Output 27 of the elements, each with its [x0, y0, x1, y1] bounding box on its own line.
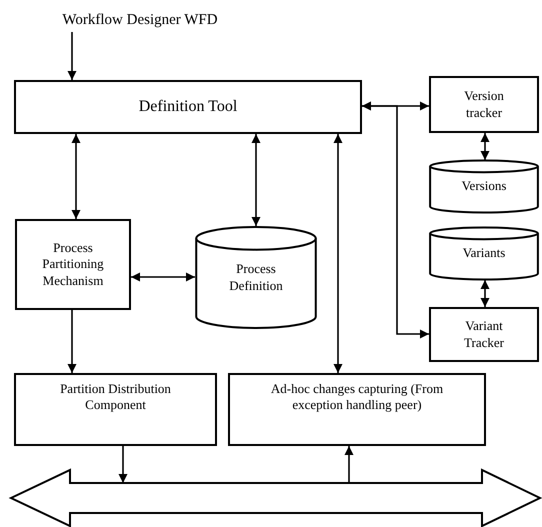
process-box	[14, 80, 362, 134]
arrow	[362, 102, 429, 338]
node-label: Process Partitioning Mechanism	[41, 240, 105, 289]
arrow	[344, 446, 354, 483]
arrow	[131, 272, 195, 282]
arrow	[334, 134, 342, 373]
process-box	[15, 219, 131, 310]
node-label: Process Definition	[228, 261, 284, 294]
arrow	[118, 446, 128, 483]
arrow	[72, 134, 80, 219]
node-label: Ad-hoc changes capturing (From exception handling peer)	[270, 381, 444, 414]
arrow	[480, 280, 490, 307]
process-box	[14, 373, 217, 446]
process-box	[429, 307, 539, 362]
process-box	[228, 373, 486, 446]
node-label: Versions	[462, 178, 506, 195]
node-label: Definition Tool	[138, 97, 238, 117]
node-label: Variants	[462, 245, 506, 262]
node-label: Variant Tracker	[463, 318, 505, 351]
arrow	[68, 32, 76, 80]
arrow	[252, 134, 260, 226]
node-label: Version tracker	[463, 88, 505, 121]
arrow	[480, 133, 490, 160]
actor-label: Workflow Designer WFD	[62, 10, 218, 30]
node-label: Partition Distribution Component	[59, 381, 172, 414]
arrow	[68, 310, 76, 373]
process-box	[429, 76, 539, 133]
